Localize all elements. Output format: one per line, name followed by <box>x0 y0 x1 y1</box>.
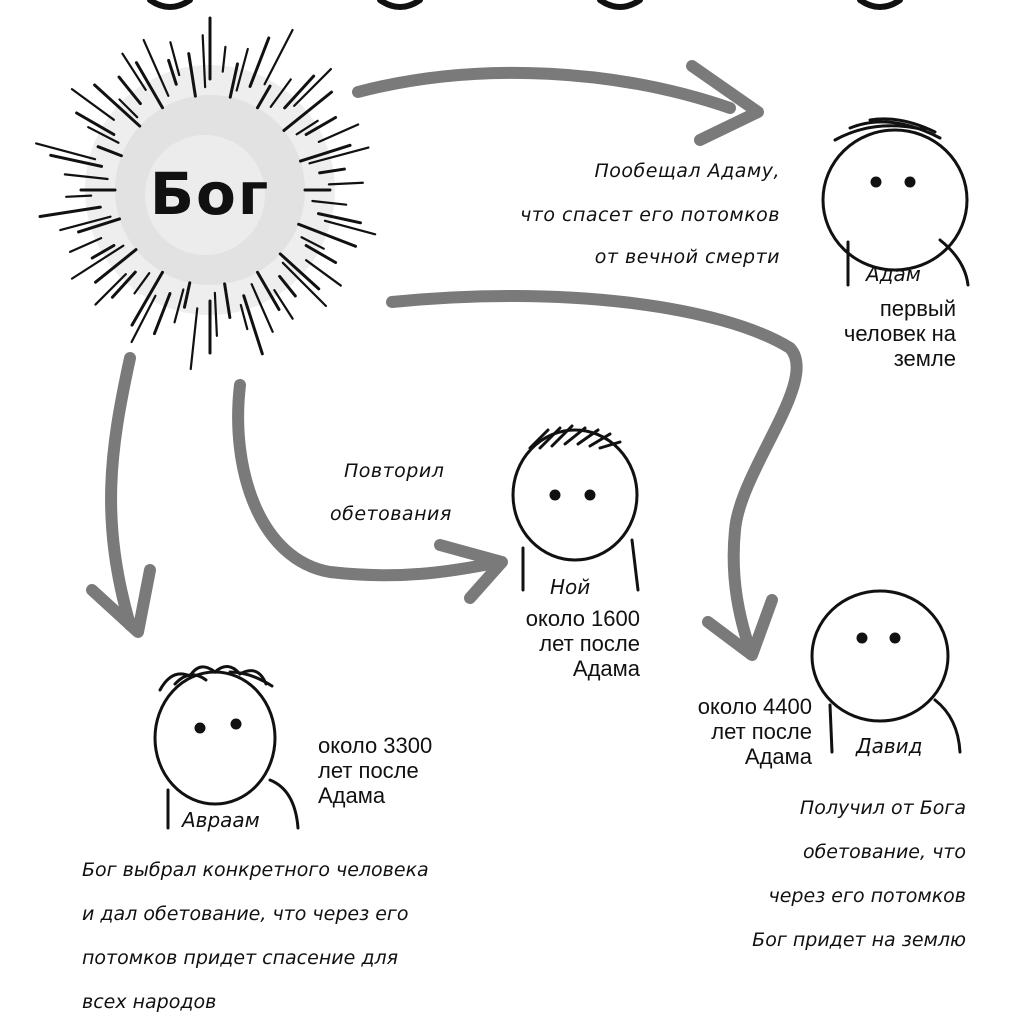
adam-desc-line-3: земле <box>894 346 956 372</box>
david-promise-line-2: обетование, что <box>752 830 966 874</box>
abraham-promise-line-2: и дал обетование, что через его <box>82 892 429 936</box>
top-cut-strokes <box>150 0 900 7</box>
god-ray <box>70 238 101 252</box>
abraham-desc-line-3: Адама <box>318 783 385 809</box>
noah-figure <box>513 426 638 590</box>
noah-desc-line-3: Адама <box>573 656 640 682</box>
god-ray <box>36 143 95 159</box>
david-promise: Получил от Бога обетование, что через ег… <box>752 786 966 962</box>
david-desc-line-2: лет после <box>711 719 812 745</box>
adam-desc-line-2: человек на <box>844 321 956 347</box>
abraham-desc-line-2: лет после <box>318 758 419 784</box>
abraham-promise-line-1: Бог выбрал конкретного человека <box>82 848 429 892</box>
god-ray <box>325 221 375 234</box>
adam-promise-line-2: что спасет его потомков <box>520 204 780 226</box>
david-promise-line-1: Получил от Бога <box>752 786 966 830</box>
abraham-desc-line-1: около 3300 <box>318 733 432 759</box>
god-ray <box>294 69 331 106</box>
abraham-promise-line-3: потомков придет спасение для <box>82 936 429 980</box>
david-desc-line-1: около 4400 <box>698 694 812 720</box>
arrow-to-adam <box>358 73 730 108</box>
david-promise-line-3: через его потомков <box>752 874 966 918</box>
noah-desc-line-1: около 1600 <box>526 606 640 632</box>
abraham-figure <box>155 666 298 828</box>
god-label: Бог <box>130 160 290 228</box>
god-ray <box>66 196 91 197</box>
adam-name: Адам <box>866 262 921 286</box>
david-figure <box>812 591 960 752</box>
god-ray <box>319 124 358 141</box>
arrow-to-abraham <box>111 358 130 625</box>
adam-desc-line-1: первый <box>880 296 956 322</box>
god-ray <box>191 308 198 369</box>
abraham-name: Авраам <box>182 808 260 832</box>
noah-promise-line-2: обетования <box>330 503 452 525</box>
abraham-promise-line-4: всех народов <box>82 980 429 1024</box>
noah-name: Ной <box>550 575 590 599</box>
david-promise-line-4: Бог придет на землю <box>752 918 966 962</box>
david-desc-line-3: Адама <box>745 744 812 770</box>
adam-promise-line-1: Пообещал Адаму, <box>594 160 780 182</box>
adam-promise-line-3: от вечной смерти <box>595 246 780 268</box>
noah-promise-line-1: Повторил <box>344 460 444 482</box>
noah-desc-line-2: лет после <box>539 631 640 657</box>
abraham-promise: Бог выбрал конкретного человека и дал об… <box>82 848 429 1024</box>
adam-figure <box>823 119 968 285</box>
david-name: Давид <box>856 734 923 758</box>
